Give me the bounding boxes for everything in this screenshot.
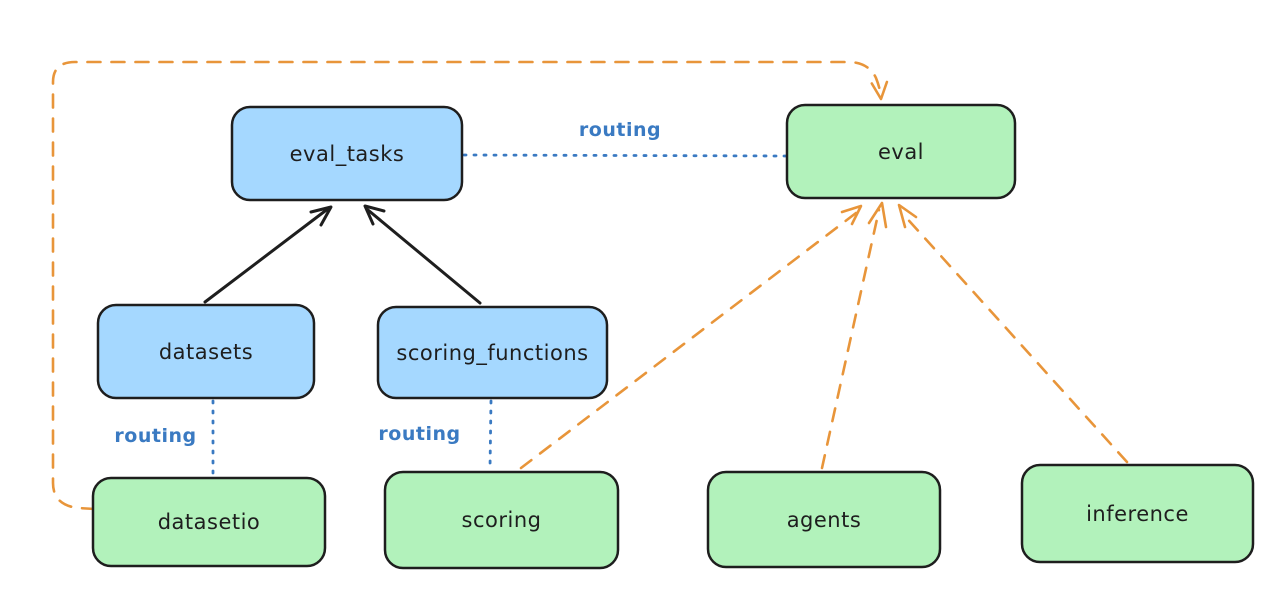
node-scoring-box xyxy=(383,470,620,570)
arrowhead-inference-to-eval xyxy=(897,203,918,229)
edge-datasets-to-eval-tasks xyxy=(203,206,331,304)
node-inference-box xyxy=(1020,463,1255,564)
edge-agents-to-eval xyxy=(820,208,881,470)
arrowhead-datasetio-to-eval xyxy=(870,80,889,101)
edge-datasetio-to-eval xyxy=(51,60,883,511)
edge-scoring-functions-to-eval-tasks xyxy=(366,208,482,305)
arrowhead-scoring-functions-to-eval-tasks xyxy=(363,204,386,226)
node-eval-box xyxy=(785,103,1017,200)
node-scoring-functions-box xyxy=(376,305,609,400)
node-agents-box xyxy=(706,470,942,569)
node-eval-tasks-box xyxy=(230,105,464,202)
arrowhead-agents-to-eval xyxy=(867,201,888,229)
node-datasetio-box xyxy=(91,476,327,568)
arrowhead-datasets-to-eval-tasks xyxy=(309,205,333,227)
edge-inference-to-eval xyxy=(901,212,1129,464)
node-datasets-box xyxy=(96,303,316,400)
arrowhead-scoring-to-eval xyxy=(840,204,863,226)
edge-routing-eval-tasks-eval xyxy=(462,153,788,158)
edge-routing-scoring-functions-scoring xyxy=(488,399,493,470)
